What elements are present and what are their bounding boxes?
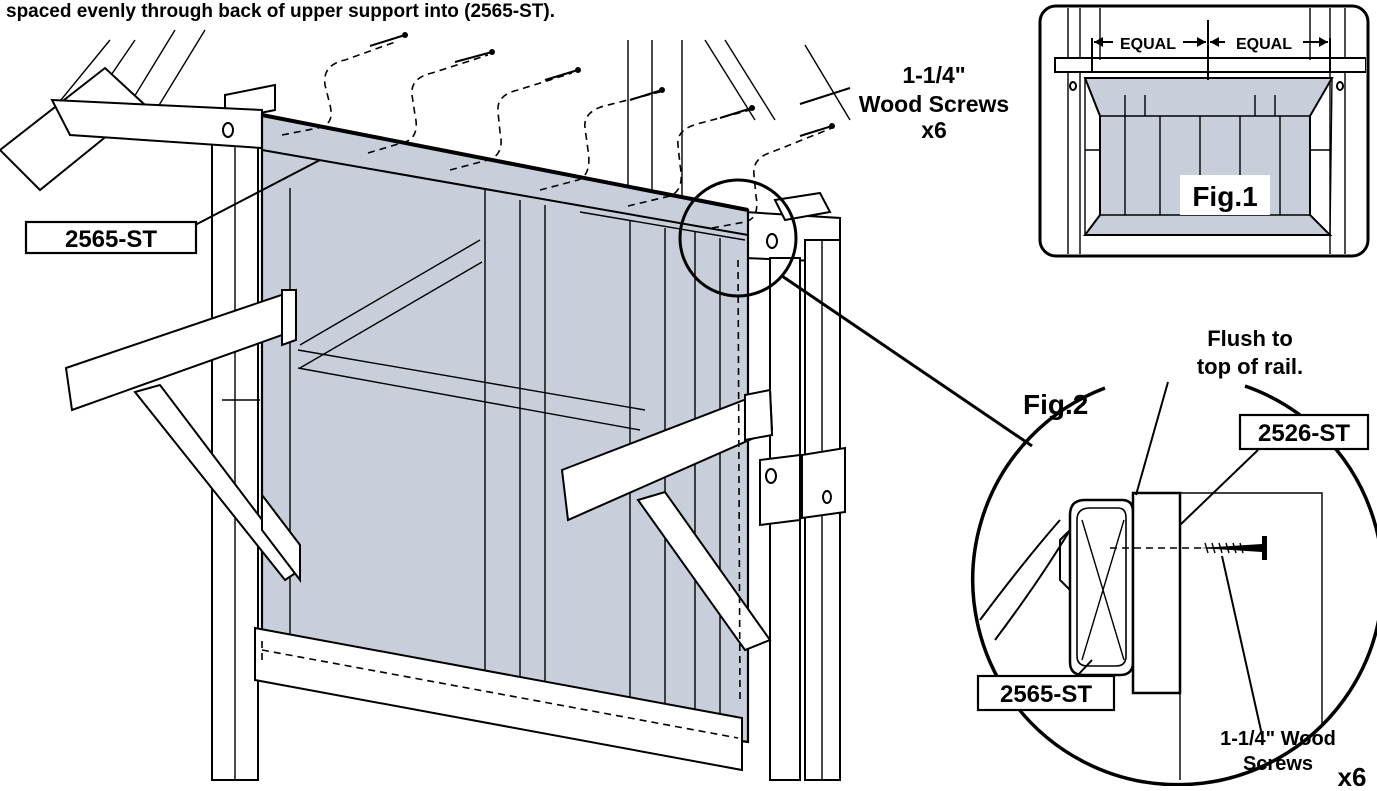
fig1-title: Fig.1	[1192, 181, 1257, 212]
fig2-flush-note-line2: top of rail.	[1197, 354, 1303, 379]
fig2-rail-2526-st	[1131, 491, 1182, 695]
fig1-dimension-left: EQUAL	[1120, 36, 1176, 53]
fig2-detail: Fig.2 Flush to top of rail. 2526-ST 2565…	[971, 326, 1377, 791]
fig2-flush-note-line1: Flush to	[1207, 326, 1293, 351]
fig2-screw-size: 1-1/4" Wood	[1220, 728, 1336, 750]
fig1-inset: EQUAL EQUAL Fig.1	[1038, 4, 1370, 258]
detail-zoom-circle	[678, 178, 798, 298]
fig2-panel-profile	[1068, 498, 1135, 677]
fig2-title: Fig.2	[1023, 389, 1088, 420]
fig1-dimension-right: EQUAL	[1236, 36, 1292, 53]
screw-callout-name: Wood Screws	[859, 91, 1009, 117]
fig2-screw	[1200, 544, 1262, 552]
fig2-screw-qty: x6	[1338, 762, 1367, 786]
main-view: 1-1/4" Wood Screws x6 2565-ST	[0, 29, 1033, 781]
fig2-panel-label: 2565-ST	[1000, 681, 1092, 708]
instruction-text: spaced evenly through back of upper supp…	[6, 1, 555, 22]
wood-screws-top	[281, 32, 835, 229]
fig2-rail-label: 2526-ST	[1258, 420, 1350, 447]
screw-callout-size: 1-1/4"	[902, 62, 965, 88]
part-label-2565-st: 2565-ST	[65, 226, 157, 253]
screw-callout-qty: x6	[921, 117, 947, 143]
fig2-screw-name: Screws	[1243, 753, 1313, 775]
bottom-board	[254, 626, 743, 772]
